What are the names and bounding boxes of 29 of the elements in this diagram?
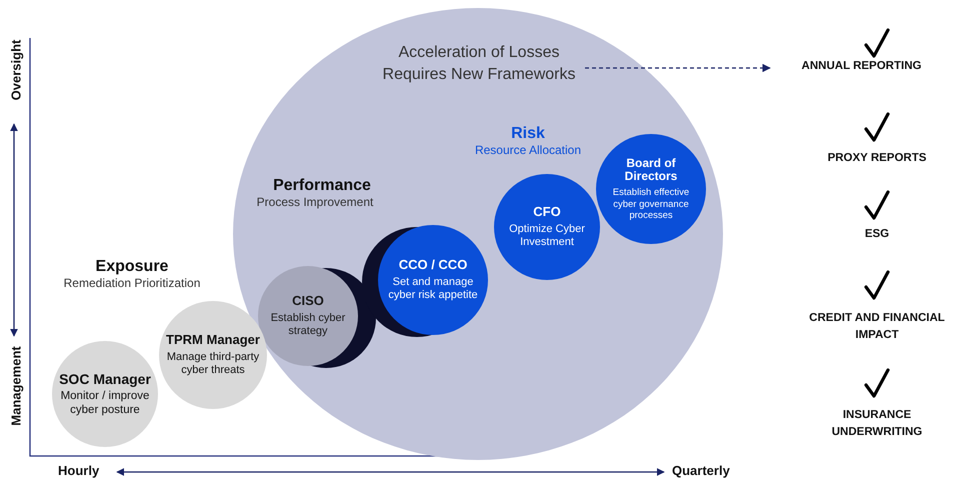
stage-subtitle: Process Improvement (256, 195, 374, 209)
item-label: ESG (864, 227, 890, 242)
role-title: Board of Directors (624, 156, 678, 184)
stage-heading: Exposure (96, 258, 168, 276)
stage-heading: Risk (511, 125, 545, 143)
item-label: CREDIT AND FINANCIAL IMPACT (808, 311, 946, 344)
stage-subtitle: Remediation Prioritization (64, 276, 200, 290)
role-description: Establish cyber strategy (270, 312, 346, 338)
item-label: INSURANCE UNDERWRITING (830, 408, 924, 440)
item-label: ANNUAL REPORTING (800, 60, 922, 72)
role-title: SOC Manager (59, 370, 151, 387)
axis-label: Quarterly (672, 463, 730, 478)
dashed-arrow (585, 64, 771, 72)
role-description: Set and manage cyber risk appetite (387, 276, 479, 302)
circle-heading: Acceleration of Losses Requires New Frameworks (382, 43, 576, 86)
stage-subtitle: Resource Allocation (474, 143, 582, 157)
axis-label: Hourly (58, 463, 100, 478)
role-title: CFO (533, 204, 561, 220)
role-description: Establish effective cyber governance processes (612, 187, 690, 222)
role-title: CISO (292, 294, 324, 309)
axis-label: Oversight (8, 40, 24, 100)
role-description: Manage third-party cyber threats (166, 350, 260, 378)
role-title: TPRM Manager (166, 332, 260, 348)
axis-label: Management (8, 346, 24, 426)
role-title: CCO / CCO (398, 258, 468, 273)
role-description: Monitor / improve cyber posture (60, 390, 150, 418)
stage-heading: Performance (273, 177, 371, 195)
item-label: PROXY REPORTS (826, 151, 928, 166)
role-description: Optimize Cyber Investment (508, 222, 586, 250)
